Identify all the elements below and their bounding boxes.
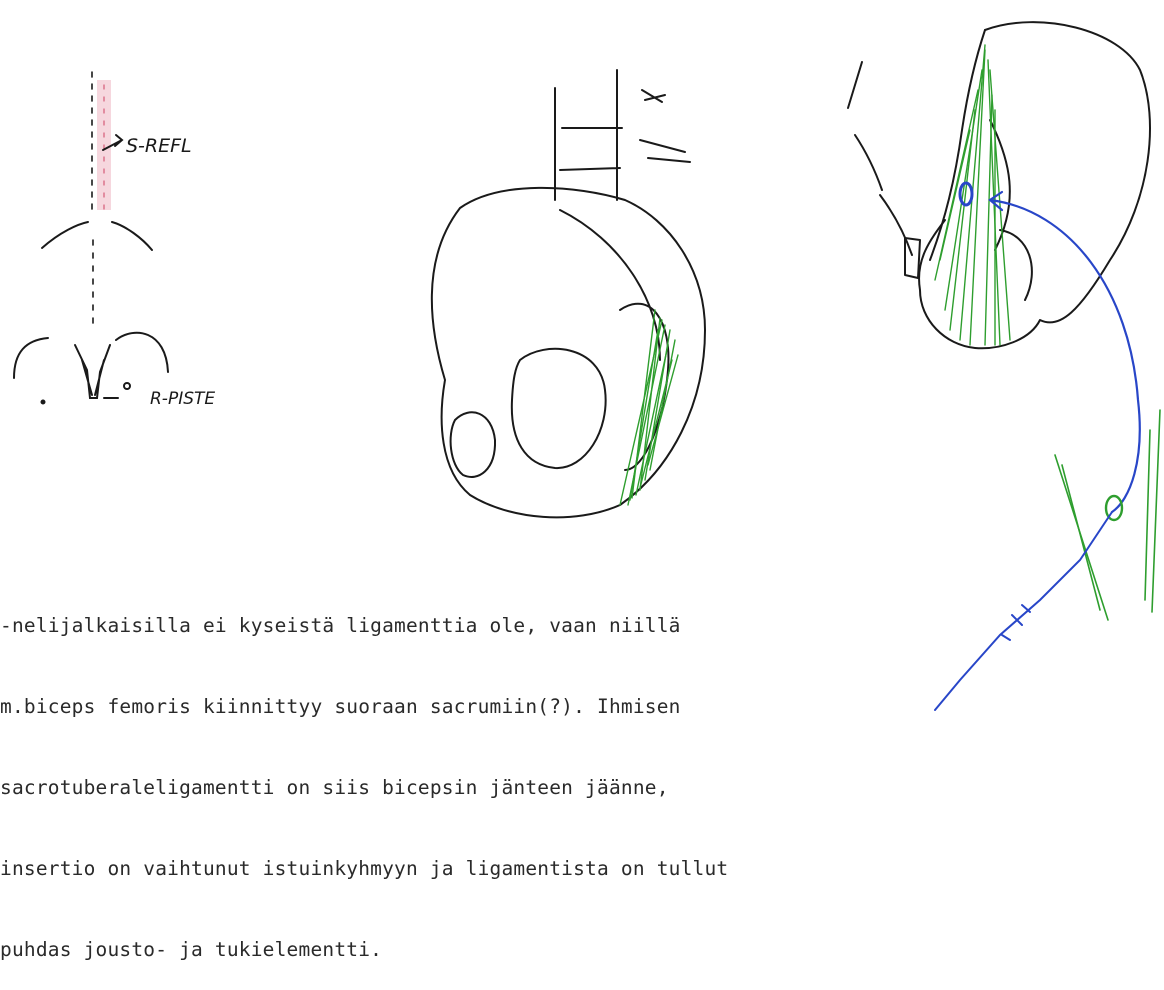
small-dot: [42, 401, 45, 404]
vertebra-lines: [640, 90, 690, 162]
note-line: -nelijalkaisilla ei kyseistä ligamenttia…: [0, 612, 1000, 639]
label-r-piste: R-PISTE: [150, 389, 215, 409]
note-line: m.biceps femoris kiinnittyy suoraan sacr…: [0, 693, 1000, 720]
note-line: puhdas jousto- ja tukielementti.: [0, 936, 1000, 963]
rib-right: [112, 222, 152, 250]
blue-nerve-ticks: [1002, 605, 1030, 640]
pelvis-left-arc: [14, 338, 48, 378]
explanatory-note: -nelijalkaisilla ei kyseistä ligamenttia…: [0, 558, 1000, 990]
leg-muscle-sketch: [1055, 410, 1160, 620]
iliac-crest-inner: [560, 210, 660, 360]
rear-slash-top: [848, 62, 862, 108]
sacrum-shape: [75, 345, 110, 398]
rib-left: [42, 222, 88, 248]
note-line: sacrotuberaleligamentti on siis bicepsin…: [0, 774, 1000, 801]
pisiform-point: [124, 383, 130, 389]
pelvis-right-arc: [116, 333, 168, 372]
rear-left-edge: [855, 135, 912, 255]
acetabulum: [451, 412, 495, 477]
note-line: insertio on vaihtunut istuinkyhmyyn ja l…: [0, 855, 1000, 882]
vertebra-column: [555, 70, 622, 200]
ligament-middle: [620, 310, 678, 505]
pelvis-outline: [432, 188, 705, 517]
label-s-refl: S-REFL: [126, 135, 192, 157]
pelvis-side-view: [432, 70, 705, 517]
spine-schematic: [14, 72, 168, 404]
obturator-foramen: [512, 349, 606, 468]
